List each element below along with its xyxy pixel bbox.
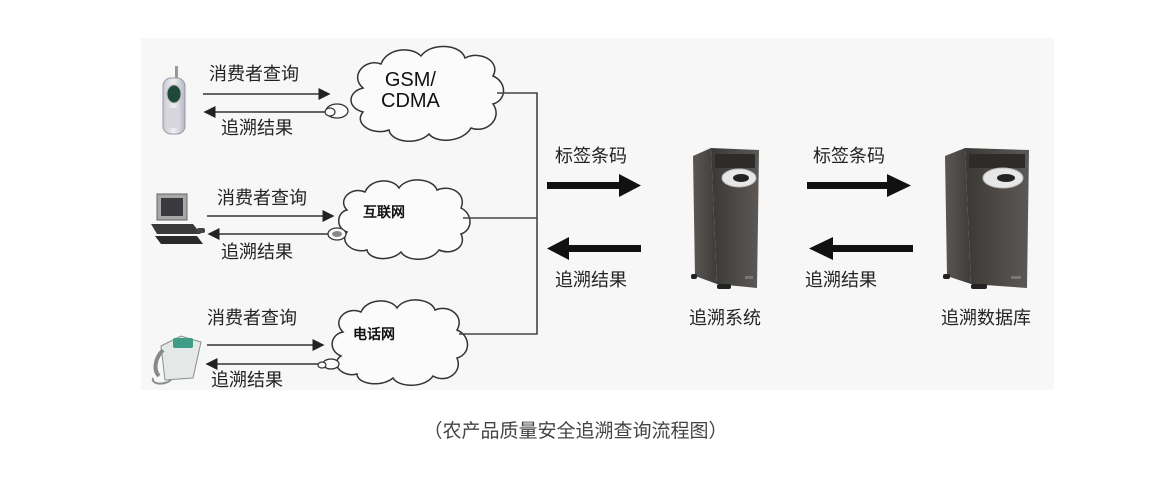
node-label-trace-database: 追溯数据库 <box>941 308 1031 329</box>
forward-label-database: 标签条码 <box>813 146 885 167</box>
network-label-gsm-cdma: GSM/ CDMA <box>381 70 440 112</box>
forward-arrow-1 <box>547 174 641 197</box>
forward-arrow-2 <box>807 174 911 197</box>
result-label-internet: 追溯结果 <box>221 242 293 263</box>
result-label-mobile: 追溯结果 <box>221 118 293 139</box>
back-arrow-1 <box>547 237 641 260</box>
server-icon-trace-system <box>691 148 759 289</box>
cloud-gsm-cdma <box>324 45 505 142</box>
traceability-flow-diagram: 消费者查询 追溯结果 消费者查询 追溯结果 消费者查询 追溯结果 GSM/ CD… <box>141 38 1054 390</box>
query-label-telephone: 消费者查询 <box>207 308 297 329</box>
network-label-internet: 互联网 <box>363 205 405 221</box>
query-label-internet: 消费者查询 <box>217 188 307 209</box>
network-label-telephone: 电话网 <box>353 327 395 343</box>
cloud-internet <box>327 179 471 260</box>
query-label-mobile: 消费者查询 <box>209 64 299 85</box>
back-arrow-2 <box>809 237 913 260</box>
diagram-canvas <box>151 45 1029 386</box>
telephone-icon <box>151 335 202 385</box>
node-label-trace-system: 追溯系统 <box>689 308 761 329</box>
mobile-phone-icon <box>162 66 186 135</box>
desktop-computer-icon <box>151 193 205 244</box>
network-bus-connector <box>459 92 538 335</box>
back-label-system: 追溯结果 <box>555 270 627 291</box>
network-label-cdma: CDMA <box>381 90 440 112</box>
cloud-telephone-network <box>317 299 469 386</box>
figure-caption: （农产品质量安全追溯查询流程图） <box>423 420 728 442</box>
network-label-gsm: GSM/ <box>384 69 436 91</box>
back-label-database: 追溯结果 <box>805 270 877 291</box>
forward-label-system: 标签条码 <box>555 146 627 167</box>
server-icon-trace-database <box>943 148 1029 289</box>
result-label-telephone: 追溯结果 <box>211 370 283 391</box>
